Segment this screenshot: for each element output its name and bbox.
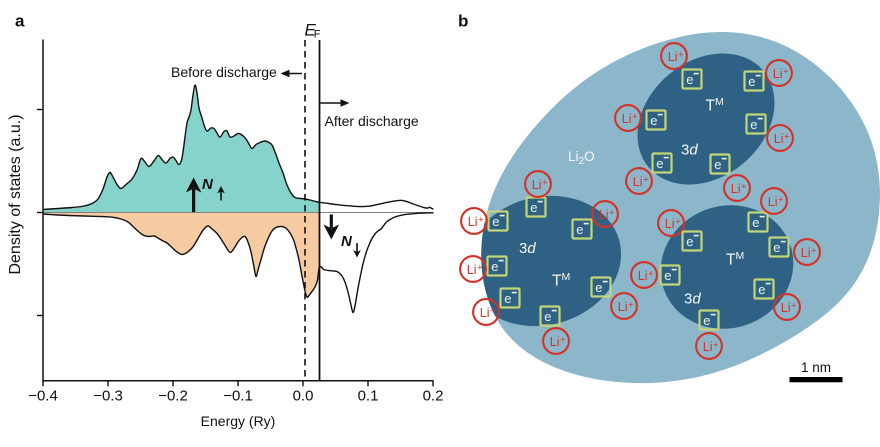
- svg-text:+: +: [791, 301, 796, 311]
- svg-text:Li: Li: [467, 263, 477, 277]
- svg-text:e: e: [686, 72, 693, 87]
- svg-text:N: N: [202, 176, 214, 193]
- svg-text:e: e: [491, 259, 498, 274]
- svg-text:+: +: [783, 67, 788, 77]
- svg-text:+: +: [811, 246, 816, 256]
- svg-text:Density of states (a.u.): Density of states (a.u.): [7, 114, 24, 274]
- svg-text:e: e: [752, 215, 759, 230]
- svg-text:+: +: [632, 112, 637, 122]
- svg-text:e: e: [773, 240, 780, 255]
- svg-text:1 nm: 1 nm: [801, 360, 831, 375]
- svg-text:Li: Li: [618, 300, 628, 314]
- svg-text:Li: Li: [731, 182, 741, 196]
- svg-text:Li: Li: [599, 208, 609, 222]
- svg-text:Li: Li: [480, 306, 490, 320]
- svg-text:Li: Li: [703, 340, 713, 354]
- svg-text:Li: Li: [532, 178, 542, 192]
- svg-text:e: e: [650, 113, 657, 128]
- svg-text:Li2O: Li2O: [568, 149, 595, 167]
- svg-text:Li: Li: [668, 50, 678, 64]
- svg-text:Li: Li: [638, 269, 648, 283]
- svg-text:Li: Li: [622, 112, 632, 126]
- svg-text:e: e: [492, 214, 499, 229]
- svg-text:e: e: [576, 222, 583, 237]
- svg-text:+: +: [478, 215, 483, 225]
- svg-text:+: +: [560, 335, 565, 345]
- svg-text:+: +: [678, 50, 683, 60]
- svg-text:0.1: 0.1: [358, 388, 379, 405]
- svg-text:b: b: [458, 12, 468, 31]
- svg-text:e: e: [656, 156, 663, 171]
- svg-text:−0.4: −0.4: [28, 388, 58, 405]
- svg-text:+: +: [628, 300, 633, 310]
- svg-text:+: +: [778, 195, 783, 205]
- svg-text:Li: Li: [550, 335, 560, 349]
- svg-text:E: E: [305, 21, 317, 40]
- svg-text:e: e: [686, 234, 693, 249]
- svg-text:3d: 3d: [681, 142, 698, 159]
- svg-text:+: +: [477, 263, 482, 273]
- svg-text:Li: Li: [774, 132, 784, 146]
- svg-text:e: e: [664, 268, 671, 283]
- svg-text:+: +: [542, 178, 547, 188]
- svg-text:e: e: [714, 157, 721, 172]
- svg-text:e: e: [544, 309, 551, 324]
- svg-text:+: +: [713, 340, 718, 350]
- svg-text:−0.2: −0.2: [158, 388, 188, 405]
- svg-text:0.2: 0.2: [423, 388, 444, 405]
- svg-text:+: +: [609, 208, 614, 218]
- svg-text:e: e: [748, 74, 755, 89]
- svg-text:3d: 3d: [519, 240, 536, 257]
- svg-text:Li: Li: [801, 246, 811, 260]
- svg-text:Li: Li: [633, 175, 643, 189]
- svg-text:Li: Li: [468, 215, 478, 229]
- svg-text:Li: Li: [773, 67, 783, 81]
- svg-text:F: F: [314, 29, 321, 41]
- svg-text:a: a: [15, 12, 25, 31]
- svg-text:Li: Li: [768, 195, 778, 209]
- svg-text:Before discharge: Before discharge: [171, 64, 277, 80]
- svg-text:3d: 3d: [684, 291, 701, 308]
- svg-text:Li: Li: [665, 217, 675, 231]
- svg-text:e: e: [758, 282, 765, 297]
- svg-text:After discharge: After discharge: [325, 113, 419, 129]
- svg-text:+: +: [675, 217, 680, 227]
- svg-text:Energy (Ry): Energy (Ry): [201, 413, 276, 429]
- svg-text:e: e: [530, 200, 537, 215]
- svg-text:e: e: [504, 291, 511, 306]
- svg-text:+: +: [648, 269, 653, 279]
- svg-text:e: e: [750, 117, 757, 132]
- svg-text:−0.1: −0.1: [223, 388, 253, 405]
- svg-text:+: +: [741, 182, 746, 192]
- svg-text:+: +: [643, 175, 648, 185]
- svg-text:−0.3: −0.3: [93, 388, 123, 405]
- svg-text:Li: Li: [781, 301, 791, 315]
- svg-text:+: +: [784, 132, 789, 142]
- svg-text:N: N: [341, 233, 353, 250]
- svg-text:0.0: 0.0: [293, 388, 314, 405]
- svg-text:e: e: [703, 313, 710, 328]
- svg-text:e: e: [595, 280, 602, 295]
- svg-text:+: +: [490, 306, 495, 316]
